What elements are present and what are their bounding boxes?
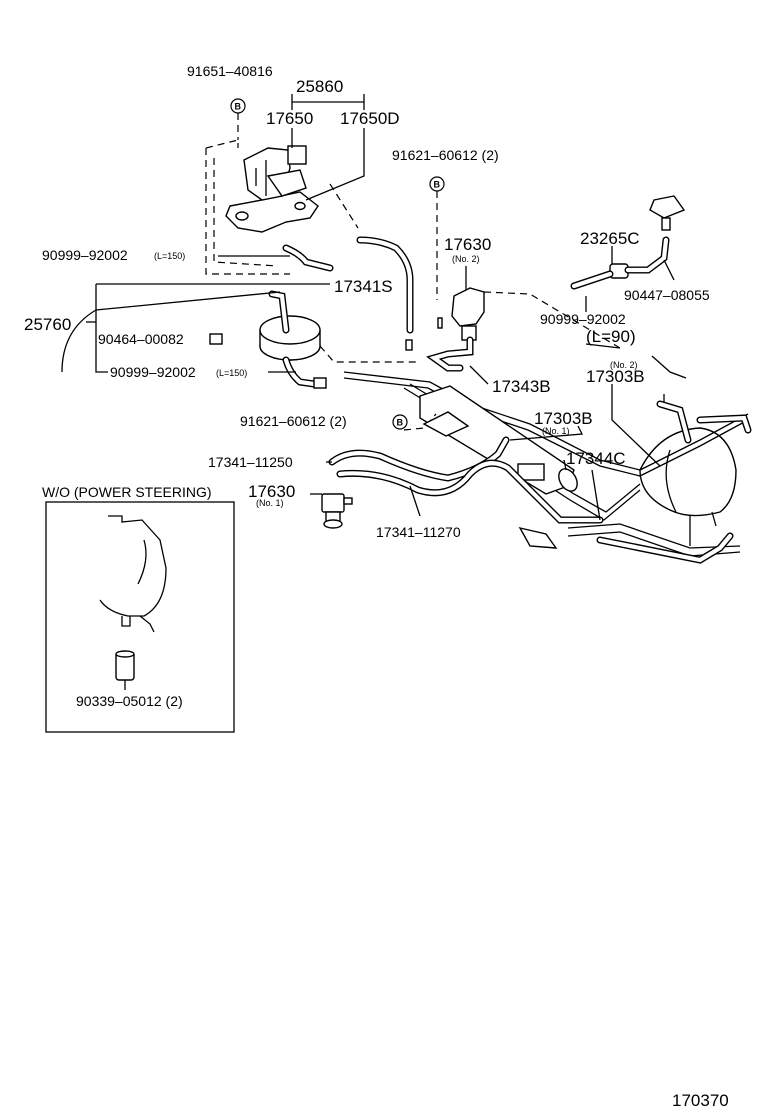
svg-text:B: B bbox=[434, 180, 441, 190]
vapor-pipe-upper bbox=[343, 371, 749, 471]
svg-text:B: B bbox=[235, 102, 242, 112]
label-23265C: 23265C bbox=[580, 229, 640, 248]
label-17630-no1: 17630 bbox=[248, 482, 295, 501]
hose-clip bbox=[405, 339, 413, 351]
label-17630-no2-sub: (No. 2) bbox=[452, 254, 480, 264]
inset-pump-drawing bbox=[99, 515, 167, 681]
label-90447-08055: 90447–08055 bbox=[624, 287, 710, 303]
vsv-no2: B bbox=[429, 176, 485, 341]
leader-25760-bracket bbox=[95, 283, 330, 373]
leader-17650D bbox=[305, 128, 365, 201]
label-17341S: 17341S bbox=[334, 277, 393, 296]
label-90999-92002-low-len: (L=150) bbox=[216, 368, 247, 378]
label-17303B-no2-sub: (No. 2) bbox=[610, 360, 638, 370]
label-17303B-no1-sub: (No. 1) bbox=[542, 426, 570, 436]
vsv-bracket-assembly bbox=[225, 145, 319, 233]
label-91621-60612-top: 91621–60612 (2) bbox=[392, 147, 499, 163]
leader-17303B-no1 bbox=[509, 425, 584, 441]
label-90339-05012: 90339–05012 (2) bbox=[76, 693, 183, 709]
label-91651-40816: 91651–40816 bbox=[187, 63, 273, 79]
svg-text:B: B bbox=[397, 418, 404, 428]
label-17343B: 17343B bbox=[492, 377, 551, 396]
bolt-marker-icon: B bbox=[230, 98, 246, 114]
charcoal-canister bbox=[209, 290, 327, 389]
leader-17343B bbox=[469, 365, 489, 385]
label-17650D: 17650D bbox=[340, 109, 400, 128]
leader-25860 bbox=[291, 94, 365, 110]
label-25760: 25760 bbox=[24, 315, 71, 334]
charcoal-filter-17344C bbox=[419, 385, 578, 495]
label-17344C: 17344C bbox=[566, 449, 626, 468]
label-17630-no1-sub: (No. 1) bbox=[256, 498, 284, 508]
label-inset-title: W/O (POWER STEERING) bbox=[42, 484, 212, 500]
leader-17341-11270 bbox=[409, 485, 421, 517]
inset-box bbox=[45, 501, 235, 733]
label-91621-60612-low: 91621–60612 (2) bbox=[240, 413, 347, 429]
label-25860: 25860 bbox=[296, 77, 343, 96]
label-17303B-no1: 17303B bbox=[534, 409, 593, 428]
label-17630-no2: 17630 bbox=[444, 235, 491, 254]
label-17341-11270: 17341–11270 bbox=[376, 524, 461, 540]
label-90464-00082: 90464–00082 bbox=[98, 331, 184, 347]
dashed-group-bracket bbox=[205, 139, 290, 275]
label-17303B-no2: 17303B bbox=[586, 367, 645, 386]
label-90999-92002-mid: 90999–92002 bbox=[540, 311, 626, 327]
label-17341-11250: 17341–11250 bbox=[208, 454, 293, 470]
label-90999-92002-low: 90999–92002 bbox=[110, 364, 196, 380]
bolt-marker-low-icon: B bbox=[392, 414, 408, 430]
label-90999-92002-top-len: (L=150) bbox=[154, 251, 185, 261]
diagram-id: 170370 bbox=[672, 1091, 729, 1110]
vsv-no1 bbox=[321, 493, 353, 529]
fuel-filter-23265C bbox=[570, 195, 686, 290]
label-17650: 17650 bbox=[266, 109, 313, 128]
pipe-clamp bbox=[518, 526, 558, 549]
label-90999-92002-top: 90999–92002 bbox=[42, 247, 128, 263]
leader-90447-08055 bbox=[663, 259, 675, 281]
bracket-clamp bbox=[422, 411, 470, 437]
label-90999-92002-mid-len: (L=90) bbox=[586, 327, 636, 346]
leader-17303B-no2 bbox=[611, 384, 661, 467]
leader-17344C bbox=[563, 459, 567, 471]
